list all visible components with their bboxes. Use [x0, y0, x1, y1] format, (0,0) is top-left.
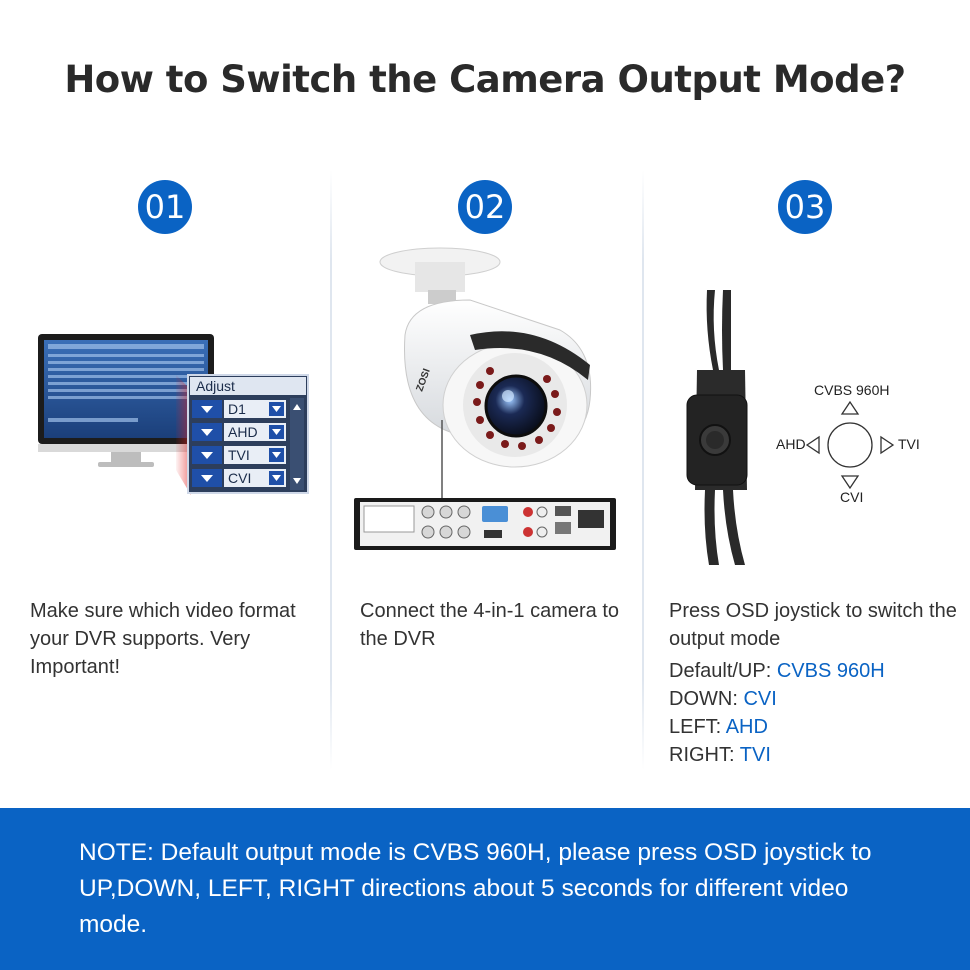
step-1-description: Make sure which video format your DVR su… — [30, 600, 296, 678]
adjust-option: TVI — [228, 447, 250, 463]
mode-value: CVBS 960H — [776, 660, 885, 682]
column-divider — [330, 170, 332, 770]
adjust-option: D1 — [228, 401, 246, 417]
step-2-description: Connect the 4-in-1 camera to the DVR — [360, 600, 620, 650]
mode-label: DOWN: — [669, 688, 744, 710]
mode-value: CVI — [743, 688, 777, 710]
mode-value: TVI — [739, 744, 771, 766]
joystick-up-label: CVBS 960H — [814, 382, 890, 398]
mode-row: DOWN: CVI — [669, 685, 885, 713]
joystick-direction-diagram — [805, 400, 895, 490]
adjust-option: CVI — [228, 470, 251, 486]
mode-value: AHD — [725, 716, 768, 738]
osd-joystick-illustration — [686, 290, 748, 565]
output-mode-list: Default/UP: CVBS 960H DOWN: CVI LEFT: AH… — [669, 657, 885, 769]
step-3-description: Press OSD joystick to switch the output … — [669, 600, 957, 650]
note-text: NOTE: Default output mode is CVBS 960H, … — [79, 839, 872, 938]
step-3-badge: 03 — [778, 180, 832, 234]
camera-dvr-illustration: ZOSI — [354, 247, 616, 550]
mode-label: Default/UP: — [669, 660, 777, 682]
joystick-right-label: TVI — [898, 436, 920, 452]
right-arrow-icon — [880, 435, 895, 455]
mode-row: Default/UP: CVBS 960H — [669, 657, 885, 685]
joystick-left-label: AHD — [776, 436, 806, 452]
note-banner — [0, 808, 970, 970]
up-arrow-icon — [840, 400, 860, 415]
column-divider — [642, 170, 644, 770]
adjust-option: AHD — [228, 424, 258, 440]
mode-row: LEFT: AHD — [669, 713, 885, 741]
page-title: How to Switch the Camera Output Mode? — [64, 58, 906, 101]
mode-label: RIGHT: — [669, 744, 740, 766]
mode-label: LEFT: — [669, 716, 726, 738]
adjust-header: Adjust — [196, 378, 235, 394]
step-1-badge: 01 — [138, 180, 192, 234]
mode-row: RIGHT: TVI — [669, 741, 885, 769]
dvr-monitor-illustration: Adjust D1 AHD TVI CVI — [38, 334, 309, 495]
joystick-down-label: CVI — [840, 489, 864, 505]
down-arrow-icon — [840, 475, 860, 490]
step-2-badge: 02 — [458, 180, 512, 234]
left-arrow-icon — [805, 435, 820, 455]
